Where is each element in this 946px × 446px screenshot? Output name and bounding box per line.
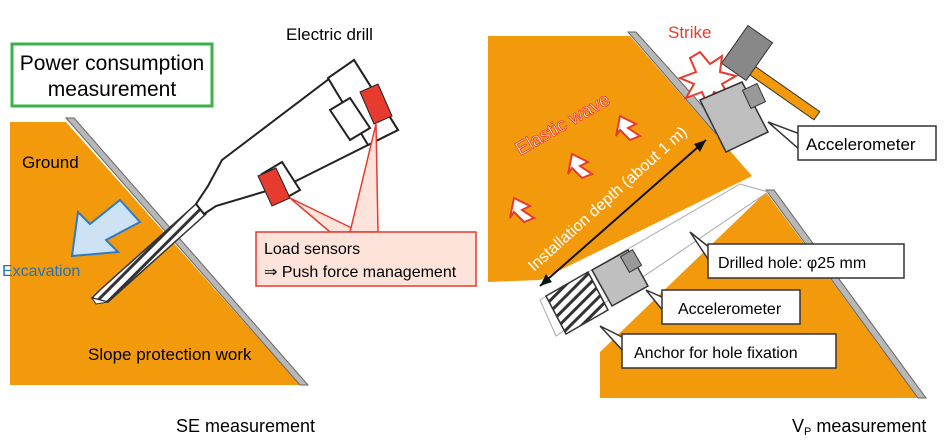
se-measurement-caption: SE measurement — [176, 416, 315, 436]
accelerometer-bottom-label: Accelerometer — [678, 301, 782, 318]
slope-protection-label: Slope protection work — [88, 345, 252, 364]
drill-window — [328, 96, 372, 142]
anchor-label: Anchor for hole fixation — [634, 345, 798, 362]
vp-caption-main: V — [792, 416, 804, 436]
hammer-head — [720, 24, 774, 82]
load-sensor-callout-pointer — [289, 197, 361, 233]
installation-depth-arrowhead-top — [694, 140, 706, 152]
drill-tip — [90, 297, 109, 305]
anchor-for-hole-fixation — [544, 270, 610, 336]
load-sensors-callout — [255, 231, 477, 287]
accelerometer-bottom-connector — [619, 249, 643, 273]
drilled-hole-label: Drilled hole: φ25 mm — [718, 255, 866, 272]
installation-depth-arrowhead-bottom — [540, 274, 552, 286]
drilled-hole-callout — [707, 243, 905, 279]
vp-caption-rest: measurement — [811, 416, 926, 436]
excavation-arrow — [70, 198, 142, 258]
strike-label: Strike — [668, 23, 711, 42]
load-sensor-upper — [359, 83, 393, 125]
ground-region-right-upper — [488, 36, 752, 282]
elastic-wave-arrow-3 — [509, 196, 537, 224]
vp-caption-sub: P — [804, 426, 811, 438]
excavation-label: Excavation — [2, 263, 80, 280]
power-consumption-title-line2: measurement — [48, 78, 177, 101]
accelerometer-top-pointer — [767, 121, 801, 152]
anchor-callout — [621, 333, 837, 369]
power-consumption-title-line1: Power consumption — [20, 52, 204, 75]
accelerometer-top-connector — [741, 82, 767, 110]
ground-label: Ground — [22, 153, 79, 172]
installation-depth-arrow — [539, 139, 707, 287]
electric-drill-label: Electric drill — [286, 25, 373, 44]
elastic-wave-arrow-1 — [615, 114, 643, 142]
load-sensors-label-line2: ⇒ Push force management — [264, 264, 457, 281]
accelerometer-bottom-callout — [661, 289, 801, 325]
vp-measurement-caption: VP measurement — [792, 416, 926, 438]
slope-protection-plate-left — [64, 117, 310, 386]
load-sensors-label-line1: Load sensors — [264, 241, 360, 258]
slope-protection-plate-right-lower — [765, 189, 927, 399]
elastic-wave-arrow-2 — [567, 152, 595, 180]
power-consumption-box — [10, 42, 214, 108]
accelerometer-top-callout — [797, 125, 937, 161]
accelerometer-top-label: Accelerometer — [806, 135, 916, 154]
